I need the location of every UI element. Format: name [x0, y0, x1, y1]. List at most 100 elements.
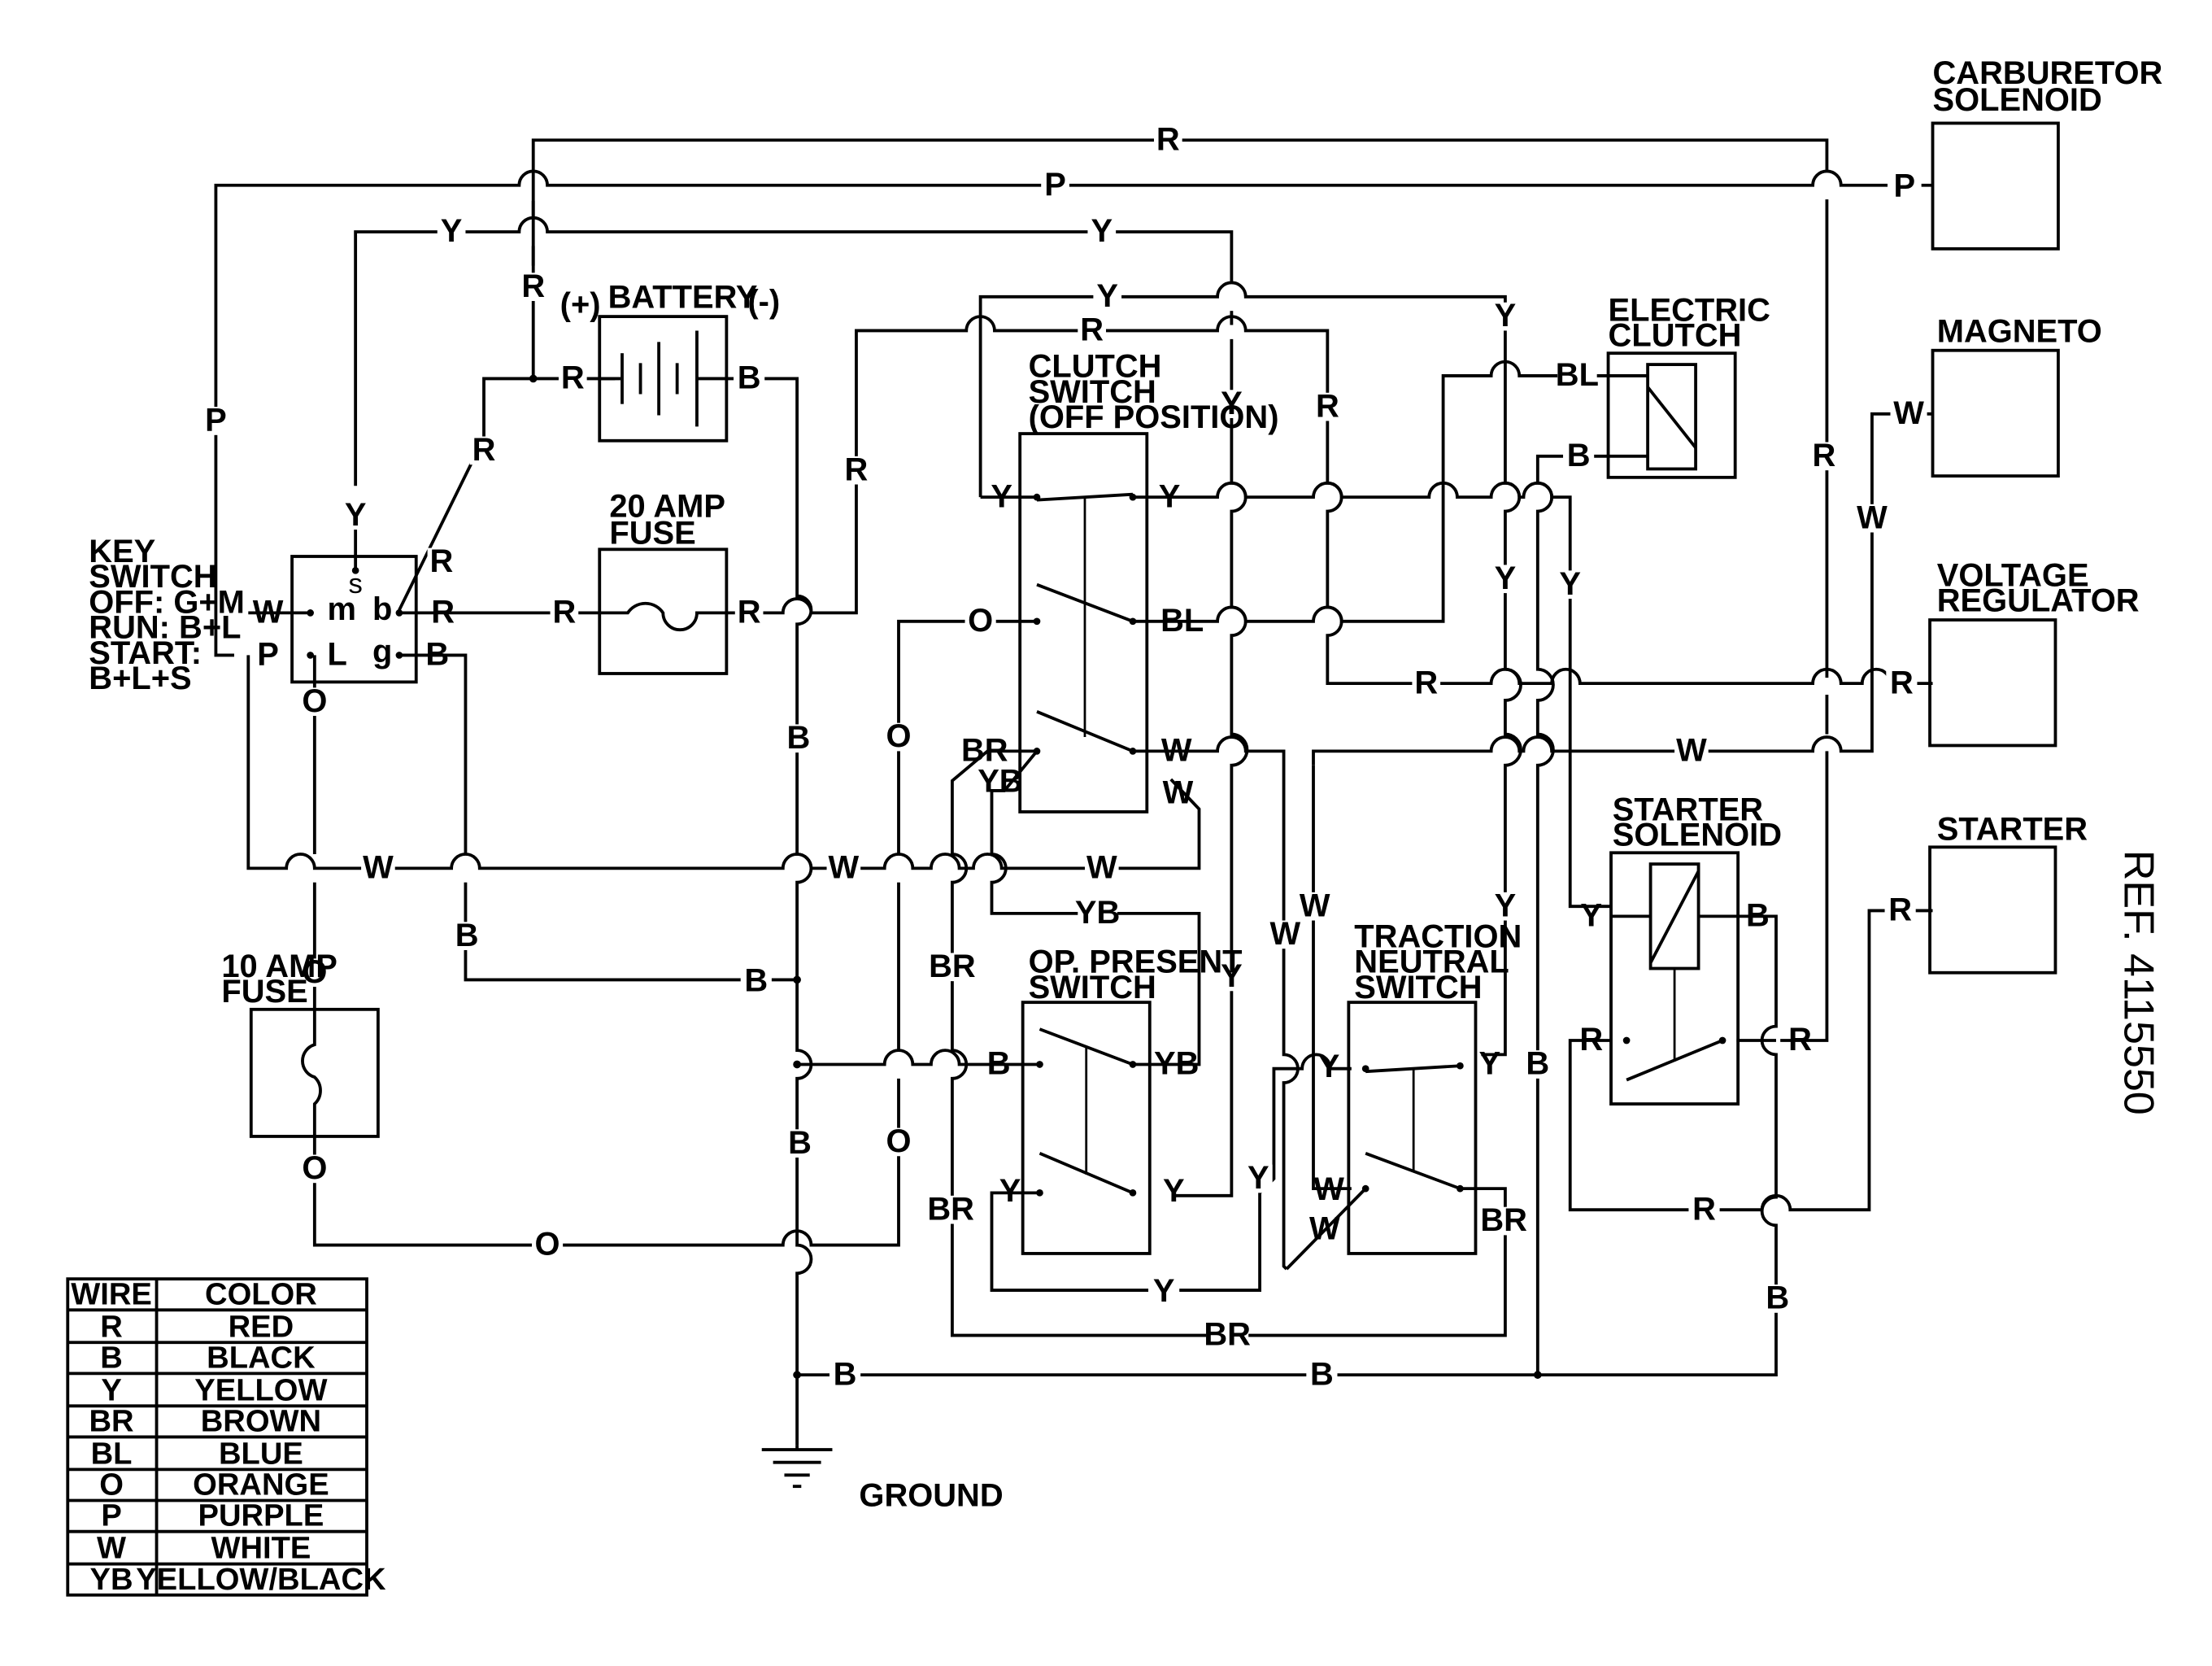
wire-label: P	[1044, 167, 1066, 203]
key-switch-label: SWITCH	[89, 559, 216, 595]
fuse-10-label: 10 AMP	[221, 949, 337, 984]
wire-label: Y	[999, 1173, 1021, 1209]
carburetor-solenoid-component	[1931, 121, 2060, 251]
wire-label: O	[302, 954, 327, 990]
legend-color-name: RED	[229, 1309, 294, 1344]
wire-label: P	[1894, 168, 1916, 204]
electric-clutch-label: CLUTCH	[1609, 318, 1742, 354]
key-switch-label: B+L+S	[89, 661, 191, 696]
carburetor-solenoid-label: CARBURETOR	[1933, 55, 2163, 91]
wire-label: O	[968, 603, 993, 639]
wire-label: W	[1857, 499, 1888, 535]
wire-label: Y	[1495, 560, 1517, 596]
wire-label: W	[1161, 733, 1192, 769]
fuse-20-label: 20 AMP	[609, 488, 725, 524]
wire-label: W	[1086, 850, 1117, 886]
starter-label: STARTER	[1937, 812, 2088, 848]
electric-clutch-label: ELECTRIC	[1609, 292, 1770, 328]
wire-label: P	[205, 403, 227, 438]
op-present-switch-component	[1021, 1001, 1152, 1255]
wire-label: R	[561, 360, 585, 396]
wire-label: W	[253, 595, 284, 630]
battery-component	[598, 315, 729, 443]
wire-label: R	[1156, 121, 1180, 157]
wire-label: B	[987, 1046, 1011, 1082]
traction-neutral-switch-component	[1285, 1001, 1478, 1271]
starter-component	[1928, 845, 2057, 975]
wire-label: B	[1766, 1280, 1789, 1316]
wire-label: R	[1788, 1022, 1812, 1058]
key-switch-label: KEY	[89, 534, 155, 569]
wire-label: R	[1888, 892, 1912, 928]
battery-label: BATTERY	[608, 280, 758, 316]
wire-label: B	[1746, 897, 1770, 933]
legend-wire-code: YB	[90, 1562, 133, 1597]
wire-label: BR	[961, 733, 1008, 769]
wire-label: R	[430, 543, 454, 579]
wire-label: B	[786, 720, 810, 756]
key-switch-label: START:	[89, 635, 202, 671]
clutch-switch-label: (OFF POSITION)	[1029, 399, 1279, 435]
ground-symbol	[761, 1445, 833, 1489]
wire-label: R	[521, 268, 545, 304]
legend-wire-code: R	[100, 1309, 123, 1344]
legend-color-name: PURPLE	[198, 1498, 324, 1533]
wire-label: W	[1309, 1211, 1340, 1247]
wire-label: R	[1316, 388, 1339, 424]
wire-label: O	[302, 1150, 327, 1186]
wire-label: W	[829, 850, 860, 886]
traction-neutral-switch-label: NEUTRAL	[1354, 944, 1509, 980]
wire-label: R	[1579, 1022, 1603, 1058]
key-switch-component	[290, 528, 418, 684]
wire-label: BL	[1160, 603, 1204, 639]
wire-label: R	[1692, 1191, 1716, 1227]
wire-label: YB	[1075, 895, 1120, 931]
legend-wire-code: Y	[101, 1372, 121, 1407]
key-terminal-s: s	[348, 569, 362, 600]
legend-color-name: WHITE	[211, 1531, 311, 1566]
wire-label: BR	[1480, 1202, 1527, 1238]
wire-label: B	[1567, 438, 1591, 473]
wire-label: Y	[1318, 1049, 1340, 1084]
fuse-20-amp	[598, 547, 729, 675]
wire-label: R	[552, 595, 576, 630]
fuse-10-label: FUSE	[221, 974, 307, 1010]
wire-label: P	[257, 637, 279, 673]
ground-label: GROUND	[859, 1477, 1003, 1513]
wire-label: BR	[927, 1191, 974, 1227]
legend-wire-code: B	[100, 1340, 123, 1375]
traction-neutral-switch-label: SWITCH	[1354, 970, 1482, 1005]
legend-header-wire: WIRE	[71, 1276, 152, 1311]
wire-label: W	[1676, 733, 1707, 769]
clutch-switch-label: SWITCH	[1029, 374, 1156, 410]
legend-header-color: COLOR	[205, 1276, 317, 1311]
wire-label: Y	[1096, 278, 1118, 314]
reference-number: REF. 4115550	[2114, 850, 2162, 1115]
wire-label: Y	[1221, 958, 1243, 994]
wire-label: R	[472, 432, 496, 468]
legend-wire-code: O	[99, 1468, 124, 1502]
carburetor-solenoid-label: SOLENOID	[1933, 82, 2102, 118]
wire-label: B	[1526, 1046, 1549, 1082]
legend-color-name: YELLOW	[194, 1372, 327, 1407]
wire-label: R	[1813, 438, 1836, 473]
wire-label: R	[1080, 312, 1104, 348]
legend-color-name: YELLOW/BLACK	[136, 1562, 386, 1597]
wire-label: R	[1890, 665, 1914, 700]
wire-label: R	[738, 595, 761, 630]
magneto-label: MAGNETO	[1937, 313, 2102, 349]
wire-label: Y	[1559, 566, 1581, 602]
wire-label: W	[1300, 888, 1330, 923]
key-terminal-b: b	[372, 591, 392, 627]
wires	[214, 138, 1933, 1446]
wire-label: BR	[1204, 1317, 1251, 1353]
wire-label: Y	[991, 478, 1012, 514]
wire-label: B	[1310, 1356, 1334, 1392]
key-terminal-m: m	[327, 591, 355, 627]
component-labels: CARBURETOR SOLENOID MAGNETO VOLTAGE REGU…	[89, 55, 2162, 1514]
legend-color-name: ORANGE	[193, 1468, 329, 1502]
starter-solenoid-component	[1609, 851, 1740, 1106]
wire-label: Y	[441, 213, 463, 249]
legend-wire-code: BR	[89, 1404, 133, 1439]
